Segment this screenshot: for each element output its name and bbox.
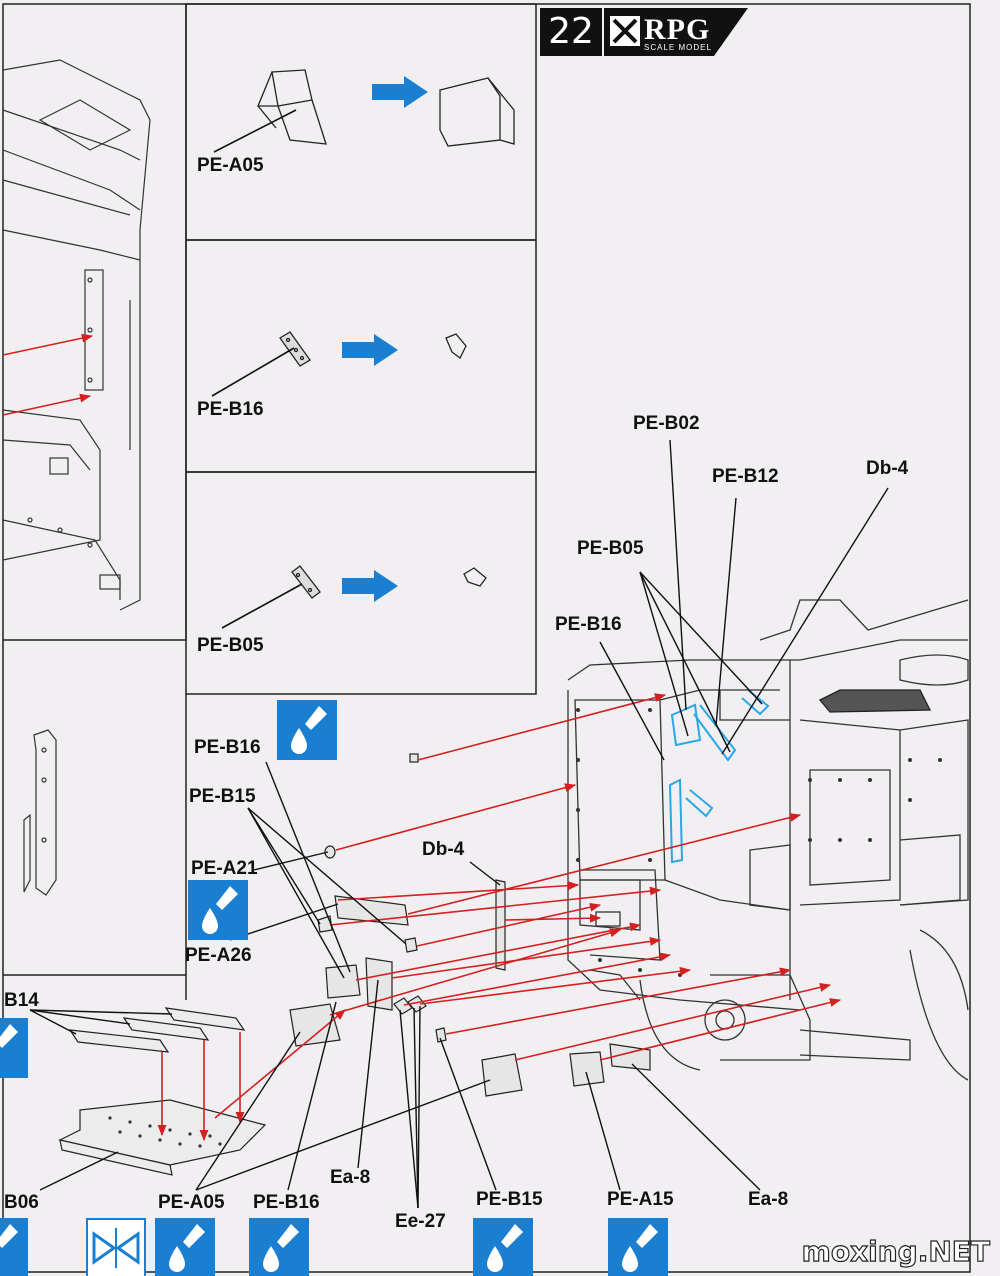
page-number: 22	[540, 8, 602, 56]
callout-b06: B06	[4, 1192, 39, 1213]
callout-pe-a26: PE-A26	[185, 945, 252, 966]
assembly-red-arrows	[157, 693, 842, 1142]
callout-pe-b15-bottom: PE-B15	[476, 1189, 543, 1210]
callout-pe-b16-bottom: PE-B16	[253, 1192, 320, 1213]
callout-db4-top: Db-4	[866, 458, 909, 479]
callout-b14: B14	[4, 990, 39, 1011]
leader-lines	[29, 439, 889, 1209]
callout-pe-a15: PE-A15	[607, 1189, 674, 1210]
brand-logo-block: RPG SCALE MODEL	[604, 8, 748, 56]
callout-pe-b12: PE-B12	[712, 466, 779, 487]
callout-pe-b05: PE-B05	[577, 538, 644, 559]
glue-drop-icon	[473, 1218, 533, 1276]
callout-pe-a21: PE-A21	[191, 858, 258, 879]
glue-drop-icon	[0, 1218, 28, 1276]
step2-drawing	[211, 331, 467, 397]
callout-pe-b16-mid: PE-B16	[555, 614, 622, 635]
callout-pe-b16-left: PE-B16	[194, 737, 261, 758]
vehicle-rivets	[576, 708, 942, 977]
callout-ea8-left: Ea-8	[330, 1167, 371, 1188]
glue-drop-icon	[277, 700, 337, 760]
glue-drop-icon	[608, 1218, 668, 1276]
glue-drop-icon	[188, 880, 248, 940]
step1-blue-arrow	[372, 76, 428, 108]
step3-drawing	[221, 565, 487, 629]
loose-parts	[289, 753, 651, 1097]
glue-drop-icon	[155, 1218, 215, 1276]
callout-pe-a05-bottom: PE-A05	[158, 1192, 225, 1213]
brand-subtitle: SCALE MODEL	[644, 43, 712, 52]
step3-label: PE-B05	[197, 635, 264, 656]
brand-name: RPG	[644, 13, 711, 46]
callout-db4-mid: Db-4	[422, 839, 465, 860]
glue-drop-icon	[249, 1218, 309, 1276]
step2-blue-arrow	[342, 334, 398, 366]
step3-blue-arrow	[342, 570, 398, 602]
callout-pe-b15-left: PE-B15	[189, 786, 256, 807]
bend-icon	[86, 1218, 146, 1276]
step2-label: PE-B16	[197, 399, 264, 420]
crossed-swords-icon	[610, 16, 640, 46]
step1-label: PE-A05	[197, 155, 264, 176]
left-red-arrows	[2, 333, 94, 416]
callout-pe-b02: PE-B02	[633, 413, 700, 434]
callout-ea8-right: Ea-8	[748, 1189, 789, 1210]
main-vehicle	[567, 599, 969, 1081]
left-bracket-fragment	[23, 729, 57, 896]
watermark: moxing.NET	[801, 1234, 991, 1268]
tray-holes	[108, 1116, 222, 1148]
glue-drop-icon	[0, 1018, 28, 1078]
left-vehicle-fragment	[2, 59, 151, 611]
callout-ee27: Ee-27	[395, 1211, 446, 1232]
step1-drawing	[213, 69, 515, 153]
